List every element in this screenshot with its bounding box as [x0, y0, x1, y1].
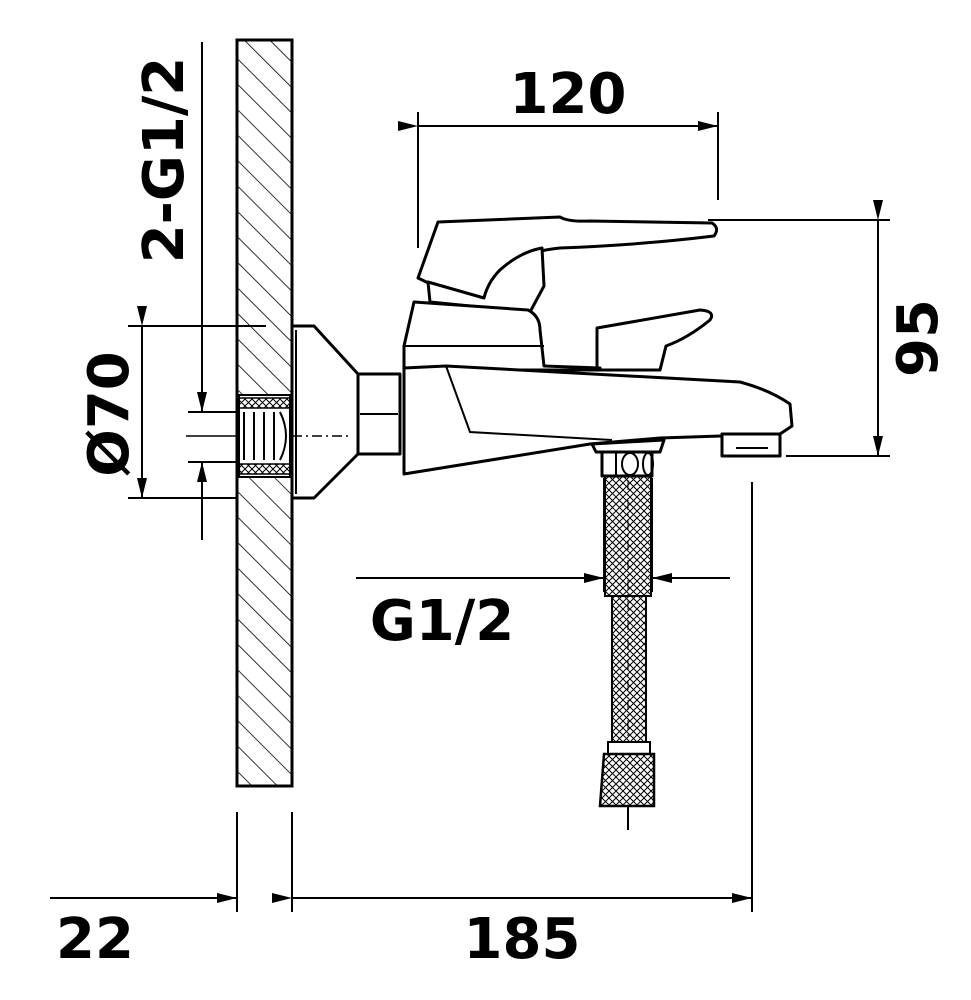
dim-label-spout-length: 120 [510, 62, 627, 127]
dim-label-flange-diameter: Ø70 [77, 351, 142, 477]
dim-label-wall-offset: 22 [56, 907, 134, 972]
faucet-body [402, 215, 794, 476]
wall-thread [238, 397, 291, 475]
dim-total-projection: 185 [272, 482, 753, 972]
wall-section [235, 38, 294, 788]
dim-wall-connection: 2-G1/2 [132, 42, 238, 540]
dim-spout-length: 120 [398, 62, 719, 248]
dim-wall-offset: 22 [50, 812, 293, 972]
dim-label-wall-connection: 2-G1/2 [132, 57, 197, 264]
dim-label-height: 95 [886, 299, 951, 377]
dim-label-hose-thread: G1/2 [370, 589, 514, 654]
dim-hose-thread: G1/2 [356, 478, 730, 654]
shower-hose [598, 450, 656, 830]
dim-label-total-projection: 185 [464, 907, 581, 972]
wall-flange [290, 324, 402, 500]
dim-flange-diameter: Ø70 [77, 306, 266, 499]
dim-height: 95 [708, 200, 951, 457]
